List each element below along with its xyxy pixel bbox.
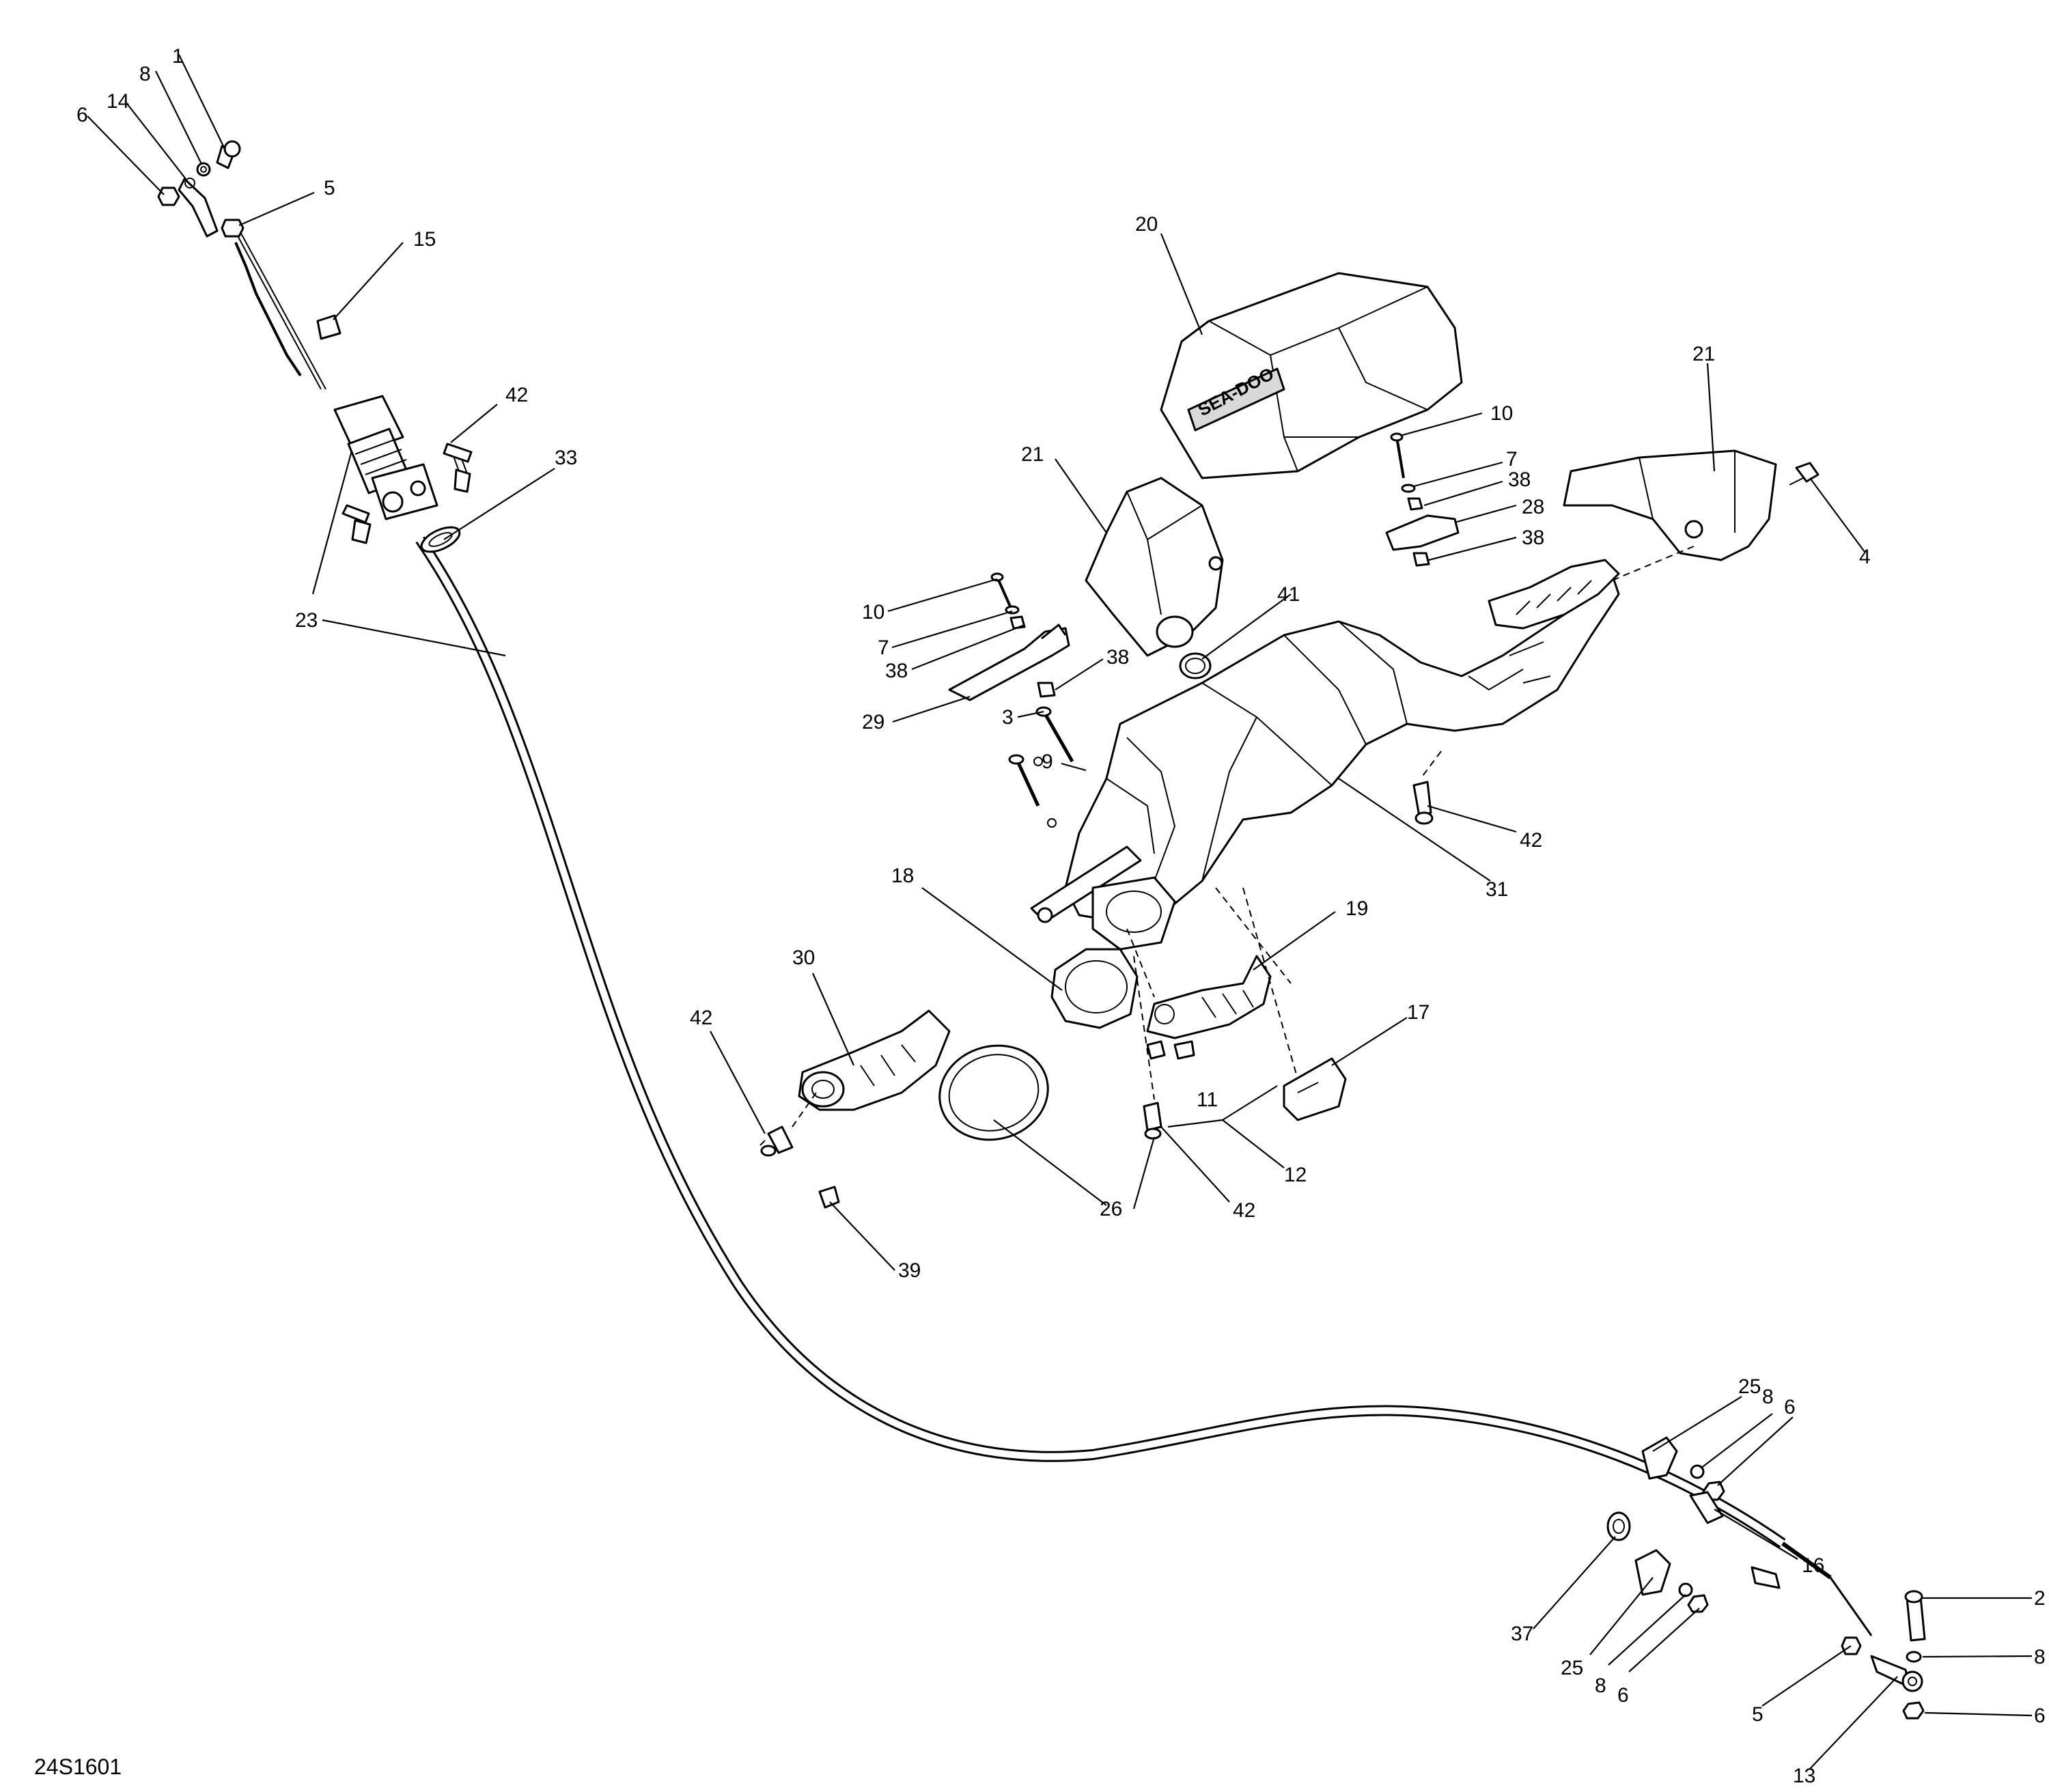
diagram-reference-code: 24S1601 xyxy=(34,1754,122,1779)
callout-42: 42 xyxy=(1520,829,1542,852)
callout-42: 42 xyxy=(690,1007,712,1029)
callout-41: 41 xyxy=(1277,583,1300,606)
callout-13: 13 xyxy=(1793,1765,1815,1787)
screw-4 xyxy=(1789,462,1820,486)
top-cover-20: SEA-DOO xyxy=(1160,272,1463,479)
switch-17 xyxy=(1283,1057,1347,1121)
side-cover-21-right xyxy=(1563,449,1777,561)
callout-7: 7 xyxy=(878,636,889,659)
callout-11: 11 xyxy=(1197,1089,1218,1111)
callout-17: 17 xyxy=(1407,1001,1430,1024)
trigger-19 xyxy=(1146,955,1272,1039)
callout-2: 2 xyxy=(2034,1587,2046,1610)
clamp-ring-26 xyxy=(938,1044,1049,1141)
bolts-3 xyxy=(1008,706,1074,828)
leader-lines xyxy=(87,54,2033,1769)
callout-31: 31 xyxy=(1486,878,1508,901)
callout-38: 38 xyxy=(1508,468,1531,491)
callout-37: 37 xyxy=(1511,1623,1533,1645)
screw-42-lower-left xyxy=(760,1125,794,1157)
callout-4: 4 xyxy=(1859,546,1871,568)
callout-20: 20 xyxy=(1135,213,1158,236)
callout-18: 18 xyxy=(891,865,914,887)
callout-28: 28 xyxy=(1522,496,1544,518)
callout-8: 8 xyxy=(2034,1646,2046,1668)
callout-6: 6 xyxy=(2034,1705,2046,1727)
callout-7: 7 xyxy=(1506,448,1518,471)
cable-end-hardware-top xyxy=(157,140,473,553)
callout-8: 8 xyxy=(1762,1386,1774,1408)
callout-8: 8 xyxy=(1595,1675,1606,1697)
cable-end-hardware-bottom xyxy=(1606,1436,1926,1720)
clips-11 xyxy=(1146,1040,1195,1060)
handlebar-housing-31 xyxy=(1030,559,1620,951)
throttle-cable xyxy=(235,232,1873,1636)
callout-25: 25 xyxy=(1738,1375,1761,1398)
screw-42-lower-middle xyxy=(1143,1102,1162,1140)
callout-23: 23 xyxy=(295,609,318,632)
callout-10: 10 xyxy=(1490,402,1513,425)
callout-19: 19 xyxy=(1346,897,1368,920)
boot-18 xyxy=(1050,948,1139,1029)
callout-12: 12 xyxy=(1284,1164,1307,1186)
callout-labels: 1 8 14 6 5 15 42 33 23 20 21 21 10 7 38 … xyxy=(76,45,2046,1787)
callout-3: 3 xyxy=(1002,706,1014,729)
lever-group-right xyxy=(1385,432,1460,567)
callout-38: 38 xyxy=(1106,646,1129,669)
callout-6: 6 xyxy=(76,104,88,126)
clip-39 xyxy=(818,1186,840,1209)
callout-15: 15 xyxy=(413,228,436,251)
callout-5: 5 xyxy=(324,177,335,199)
callout-6: 6 xyxy=(1784,1396,1796,1418)
callout-21: 21 xyxy=(1021,443,1044,466)
callout-42: 42 xyxy=(505,384,528,406)
callout-1: 1 xyxy=(172,45,184,68)
callout-33: 33 xyxy=(555,447,577,469)
callout-16: 16 xyxy=(1802,1554,1824,1577)
o-ring-41 xyxy=(1179,652,1212,680)
callout-10: 10 xyxy=(862,601,884,624)
callout-5: 5 xyxy=(1752,1703,1764,1726)
callout-42: 42 xyxy=(1233,1199,1255,1222)
callout-9: 9 xyxy=(1042,751,1053,773)
callout-25: 25 xyxy=(1561,1657,1583,1679)
callout-38: 38 xyxy=(1522,527,1544,549)
callout-39: 39 xyxy=(898,1259,921,1282)
callout-30: 30 xyxy=(792,947,815,969)
callout-26: 26 xyxy=(1100,1198,1122,1220)
lever-group-left xyxy=(948,572,1070,701)
callout-6: 6 xyxy=(1617,1684,1629,1707)
alignment-lines xyxy=(757,546,1695,1148)
callout-38: 38 xyxy=(885,660,908,682)
side-cover-21-left xyxy=(1085,477,1224,657)
callout-29: 29 xyxy=(862,711,884,733)
callout-8: 8 xyxy=(139,63,151,85)
screw-42-right xyxy=(1412,781,1434,825)
callout-21: 21 xyxy=(1692,343,1715,365)
callout-14: 14 xyxy=(107,90,129,113)
